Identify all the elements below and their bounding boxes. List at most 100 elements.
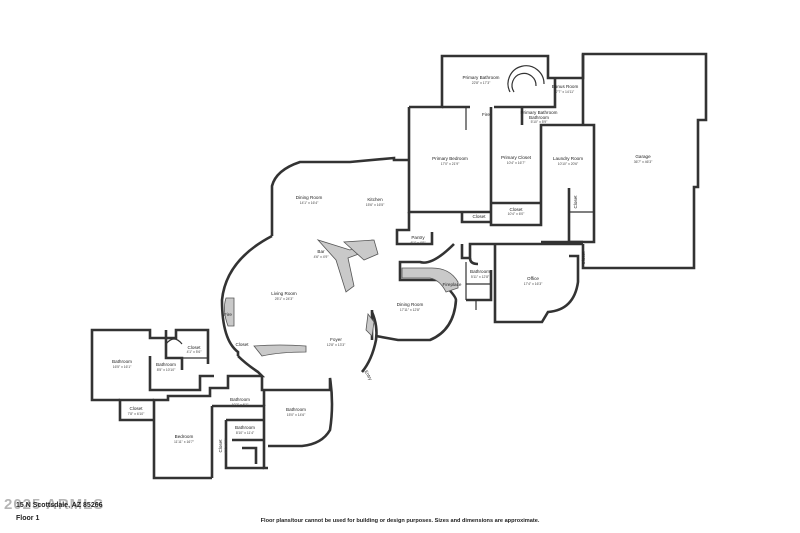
svg-text:5'10" x 5'9": 5'10" x 5'9": [531, 120, 549, 124]
east-wing-walls: [407, 52, 708, 270]
svg-text:15'0" x 14'6": 15'0" x 14'6": [287, 413, 306, 417]
svg-text:4'1" x 6'8": 4'1" x 6'8": [224, 438, 228, 454]
svg-text:Foyer: Foyer: [330, 337, 342, 342]
svg-text:Closet: Closet: [235, 342, 249, 347]
svg-text:10'4" x 16'7": 10'4" x 16'7": [507, 161, 526, 165]
svg-text:Entry: Entry: [363, 369, 373, 381]
fireplace: Fireplace: [443, 282, 462, 287]
svg-text:Closet: Closet: [573, 195, 578, 209]
fire-2: Fire: [482, 112, 490, 117]
svg-text:Fireplace: Fireplace: [443, 282, 462, 287]
closet-2: Closet: [472, 214, 486, 219]
svg-text:36'7" x 46'3": 36'7" x 46'3": [634, 160, 653, 164]
svg-text:22'8" x 17'3": 22'8" x 17'3": [472, 81, 491, 85]
svg-text:Primary Bedroom: Primary Bedroom: [432, 156, 468, 161]
svg-text:Fire: Fire: [224, 312, 232, 317]
svg-text:Bathroom: Bathroom: [156, 362, 176, 367]
svg-text:17'11" x 12'8": 17'11" x 12'8": [400, 308, 421, 312]
svg-text:4'1" x 5'6": 4'1" x 5'6": [187, 350, 203, 354]
svg-text:Closet: Closet: [218, 439, 223, 453]
svg-text:Office: Office: [527, 276, 539, 281]
svg-text:Living Room: Living Room: [271, 291, 297, 296]
svg-text:17'4" x 16'3": 17'4" x 16'3": [524, 282, 543, 286]
svg-text:Garage: Garage: [635, 154, 651, 159]
svg-text:Dining Room: Dining Room: [296, 195, 323, 200]
svg-text:12'8" x 13'3": 12'8" x 13'3": [327, 343, 346, 347]
disclaimer: Floor plans/tour cannot be used for buil…: [260, 518, 540, 524]
svg-text:Closet: Closet: [187, 345, 201, 350]
svg-text:10'2" x 6'1": 10'2" x 6'1": [232, 403, 250, 407]
svg-text:7'7" x 14'11": 7'7" x 14'11": [556, 90, 575, 94]
address: 15 N Scottsdale, AZ 85266: [16, 502, 103, 509]
svg-text:Closet: Closet: [581, 251, 586, 265]
svg-text:4'6" x 4'9": 4'6" x 4'9": [314, 255, 330, 259]
svg-text:Bathroom: Bathroom: [470, 269, 490, 274]
svg-text:Primary Bathroom: Primary Bathroom: [462, 75, 499, 80]
svg-text:Primary Bathroom: Primary Bathroom: [520, 110, 557, 115]
svg-text:11'11" x 16'7": 11'11" x 16'7": [174, 440, 195, 444]
entry: Entry: [363, 369, 373, 381]
closet-4: Closet: [581, 251, 586, 265]
svg-text:16'5" x 16'1": 16'5" x 16'1": [113, 365, 132, 369]
watermark: 2025 ARMLS: [4, 496, 105, 513]
west-wing-walls: [90, 328, 334, 480]
living-counter-fill: [253, 344, 307, 357]
closet-5: Closet: [235, 342, 249, 347]
svg-text:Bar: Bar: [317, 249, 325, 254]
bar-counter-fill: [343, 239, 379, 261]
svg-text:15'6" x 16'5": 15'6" x 16'5": [366, 203, 385, 207]
svg-text:Bedroom: Bedroom: [175, 434, 194, 439]
svg-text:7'8" x 6'10": 7'8" x 6'10": [128, 412, 146, 416]
svg-text:Dining Room: Dining Room: [397, 302, 424, 307]
svg-text:Laundry Room: Laundry Room: [553, 156, 583, 161]
svg-text:25'1" x 24'3": 25'1" x 24'3": [275, 297, 294, 301]
svg-text:10'10" x 20'6": 10'10" x 20'6": [558, 162, 579, 166]
svg-text:Closet: Closet: [129, 406, 143, 411]
svg-text:Bathroom: Bathroom: [286, 407, 306, 412]
svg-text:Closet: Closet: [509, 207, 523, 212]
svg-text:Bathroom: Bathroom: [529, 115, 549, 120]
svg-text:14'1" x 16'4": 14'1" x 16'4": [300, 201, 319, 205]
floor-label: Floor 1: [16, 515, 40, 522]
svg-text:Kitchen: Kitchen: [367, 197, 383, 202]
svg-text:Fire: Fire: [482, 112, 490, 117]
central-walls: [220, 156, 583, 373]
svg-text:Bathroom: Bathroom: [112, 359, 132, 364]
svg-text:Pantry: Pantry: [411, 235, 425, 240]
svg-text:5'11" x 12'8": 5'11" x 12'8": [471, 275, 490, 279]
svg-text:6'1" x 4'9": 6'1" x 4'9": [411, 241, 427, 245]
svg-text:8'5" x 10'10": 8'5" x 10'10": [157, 368, 176, 372]
svg-text:10'4" x 6'0": 10'4" x 6'0": [508, 212, 526, 216]
closet-3: Closet: [573, 195, 578, 209]
fire: Fire: [224, 312, 232, 317]
svg-text:Bathroom: Bathroom: [230, 397, 250, 402]
dining-column-fill: [365, 312, 375, 337]
